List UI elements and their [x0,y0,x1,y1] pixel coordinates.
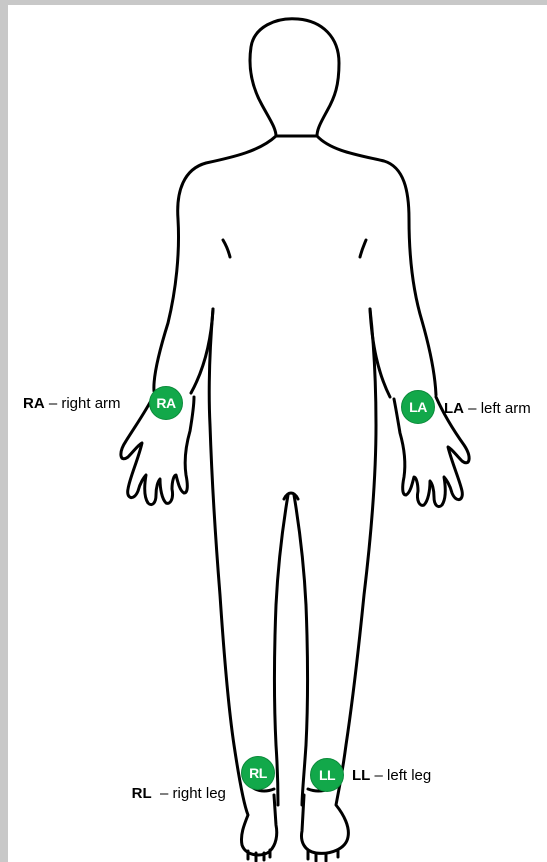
label-ra-abbr: RA [23,395,45,412]
label-ra: RA – right arm [23,395,121,412]
label-la: LA – left arm [444,400,531,417]
label-la-abbr: LA [444,400,464,417]
label-ll-sep: – [370,767,387,784]
electrode-rl: RL [241,756,275,790]
label-rl-abbr: RL [132,785,152,802]
crotch [284,493,298,499]
diagram-canvas: RA LA RL LL RA – right arm LA – left arm… [8,5,547,862]
label-ll-abbr: LL [352,767,370,784]
torso-outline [154,136,276,391]
left-leg-inner [294,495,308,805]
human-body-outline [8,5,547,862]
label-rl: RL – right leg [115,768,226,819]
electrode-la: LA [401,390,435,424]
label-la-sep: – [464,400,481,417]
label-ll-desc: left leg [387,767,431,784]
electrode-ra: RA [149,386,183,420]
electrode-ll: LL [310,758,344,792]
label-ra-desc: right arm [61,395,120,412]
head-outline [250,19,339,136]
label-rl-desc: right leg [173,785,226,802]
label-ll: LL – left leg [352,767,431,784]
label-rl-sep: – [152,785,173,802]
label-ra-sep: – [45,395,62,412]
right-leg-inner [275,495,289,805]
label-la-desc: left arm [481,400,531,417]
